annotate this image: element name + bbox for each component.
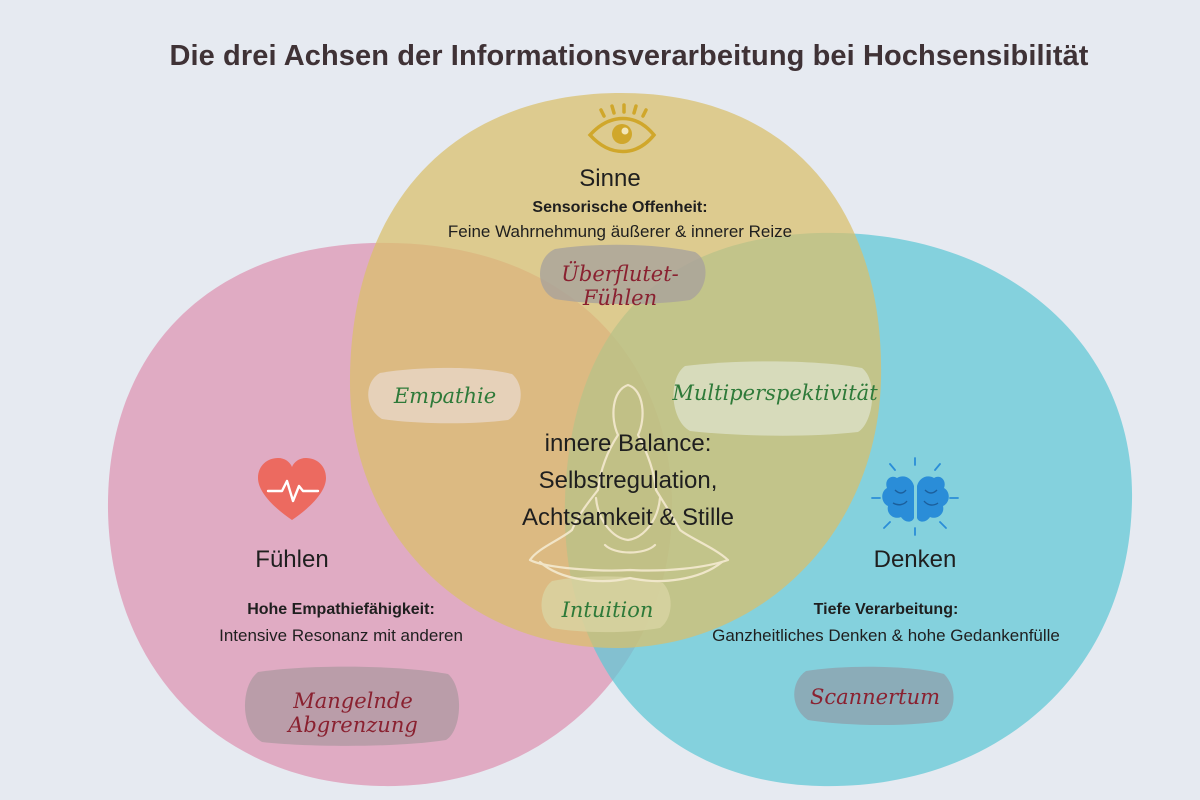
overlap-intuition: Intuition (561, 598, 654, 622)
overlap-empathie: Empathie (393, 384, 497, 408)
tag-blob-multiperspektivitaet (673, 361, 873, 436)
fuehlen-heading: Fühlen (255, 546, 329, 573)
fuehlen-description: Intensive Resonanz mit anderen (219, 626, 463, 645)
sinne-subtitle: Sensorische Offenheit: (532, 199, 708, 216)
page-title: Die drei Achsen der Informationsverarbei… (169, 40, 1089, 72)
overlap-multiperspektivitaet: Multiperspektivität (672, 381, 878, 405)
sinne-circle (349, 92, 882, 648)
tag-blob-ueberflutet (540, 244, 706, 305)
fuehlen-subtitle: Hohe Empathiefähigkeit: (247, 601, 435, 618)
meditation-figure-icon (528, 383, 730, 583)
tag-blob-empathie (368, 367, 521, 424)
sinne-description: Feine Wahrnehmung äußerer & innerer Reiz… (447, 222, 793, 241)
center-line-3: Achtsamkeit & Stille (521, 504, 735, 531)
denken-heading: Denken (873, 546, 957, 573)
eye-icon (587, 103, 657, 154)
tag-mangelnde-abgrenzung: Mangelnde Abgrenzung (288, 689, 418, 737)
center-text: innere Balance: Selbstregulation, Achtsa… (478, 425, 778, 536)
sinne-heading: Sinne (579, 165, 641, 192)
tag-blob-scannertum (794, 666, 954, 726)
center-line-2: Selbstregulation, (538, 467, 718, 494)
brain-icon (871, 457, 959, 536)
denken-description: Ganzheitliches Denken & hohe Gedankenfül… (712, 626, 1060, 645)
denken-subtitle: Tiefe Verarbeitung: (813, 601, 959, 618)
heart-icon (258, 458, 326, 520)
tag-ueberflutet-fuehlen: Überflutet-Fühlen (561, 262, 679, 310)
center-line-1: innere Balance: (544, 430, 712, 457)
tag-blob-mangelnde (244, 666, 460, 746)
tag-blob-intuition (541, 576, 671, 633)
tag-scannertum: Scannertum (809, 685, 941, 709)
